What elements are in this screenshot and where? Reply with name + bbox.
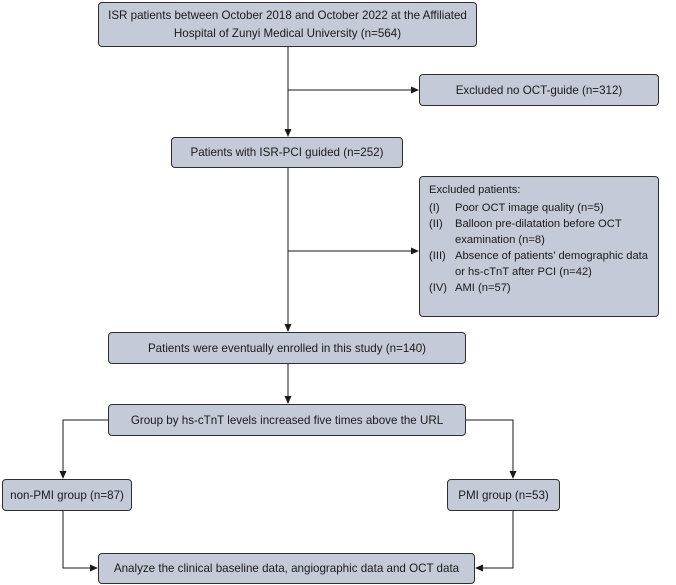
exclusion-item: (I) Poor OCT image quality (n=5) — [429, 200, 650, 216]
grouping-box: Group by hs-cTnT levels increased five t… — [108, 404, 466, 436]
analysis-text: Analyze the clinical baseline data, angi… — [113, 562, 460, 575]
excluded-no-oct-text: Excluded no OCT-guide (n=312) — [455, 83, 623, 97]
connector-pmi-to-analysis — [475, 511, 514, 572]
enrolled-box: Patients were eventually enrolled in thi… — [108, 332, 466, 364]
connector-grouping-to-pmi — [466, 419, 517, 479]
start-population-text: ISR patients between October 2018 and Oc… — [108, 8, 467, 40]
non-pmi-group-text: non-PMI group (n=87) — [10, 488, 124, 502]
exclusion-item-text: Poor OCT image quality (n=5) — [455, 202, 604, 214]
enrolled-text: Patients were eventually enrolled in thi… — [147, 341, 427, 355]
isr-pci-guided-text: Patients with ISR-PCI guided (n=252) — [190, 146, 384, 159]
exclusion-item-number: (II) — [429, 218, 443, 230]
start-population-box: ISR patients between October 2018 and Oc… — [98, 2, 477, 47]
exclusion-item-number: (III) — [429, 250, 446, 262]
exclusion-item: (III) Absence of patients’ demographic d… — [429, 248, 650, 280]
grouping-text: Group by hs-cTnT levels increased five t… — [130, 413, 444, 427]
exclusion-item-number: (I) — [429, 202, 440, 214]
exclusion-item: (IV) AMI (n=57) — [429, 280, 650, 296]
exclusion-item-number: (IV) — [429, 282, 448, 294]
exclusion-item-text: Balloon pre-dilatation before OCT examin… — [455, 218, 622, 246]
isr-pci-guided-box: Patients with ISR-PCI guided (n=252) — [171, 137, 403, 168]
pmi-group-box: PMI group (n=53) — [447, 479, 560, 511]
excluded-no-oct-box: Excluded no OCT-guide (n=312) — [419, 74, 659, 106]
connector-grouping-to-non-pmi — [59, 419, 108, 479]
pmi-group-text: PMI group (n=53) — [458, 488, 549, 502]
exclusion-item-text: Absence of patients’ demographic data or… — [455, 250, 649, 278]
exclusion-item: (II) Balloon pre-dilatation before OCT e… — [429, 216, 650, 248]
exclusion-item-text: AMI (n=57) — [455, 282, 511, 294]
analysis-box: Analyze the clinical baseline data, angi… — [98, 553, 475, 584]
excluded-patients-box: Excluded patients: (I) Poor OCT image qu… — [419, 176, 659, 317]
connector-non-pmi-to-analysis — [62, 511, 98, 572]
non-pmi-group-box: non-PMI group (n=87) — [2, 479, 132, 511]
excluded-patients-heading: Excluded patients: — [429, 184, 521, 196]
